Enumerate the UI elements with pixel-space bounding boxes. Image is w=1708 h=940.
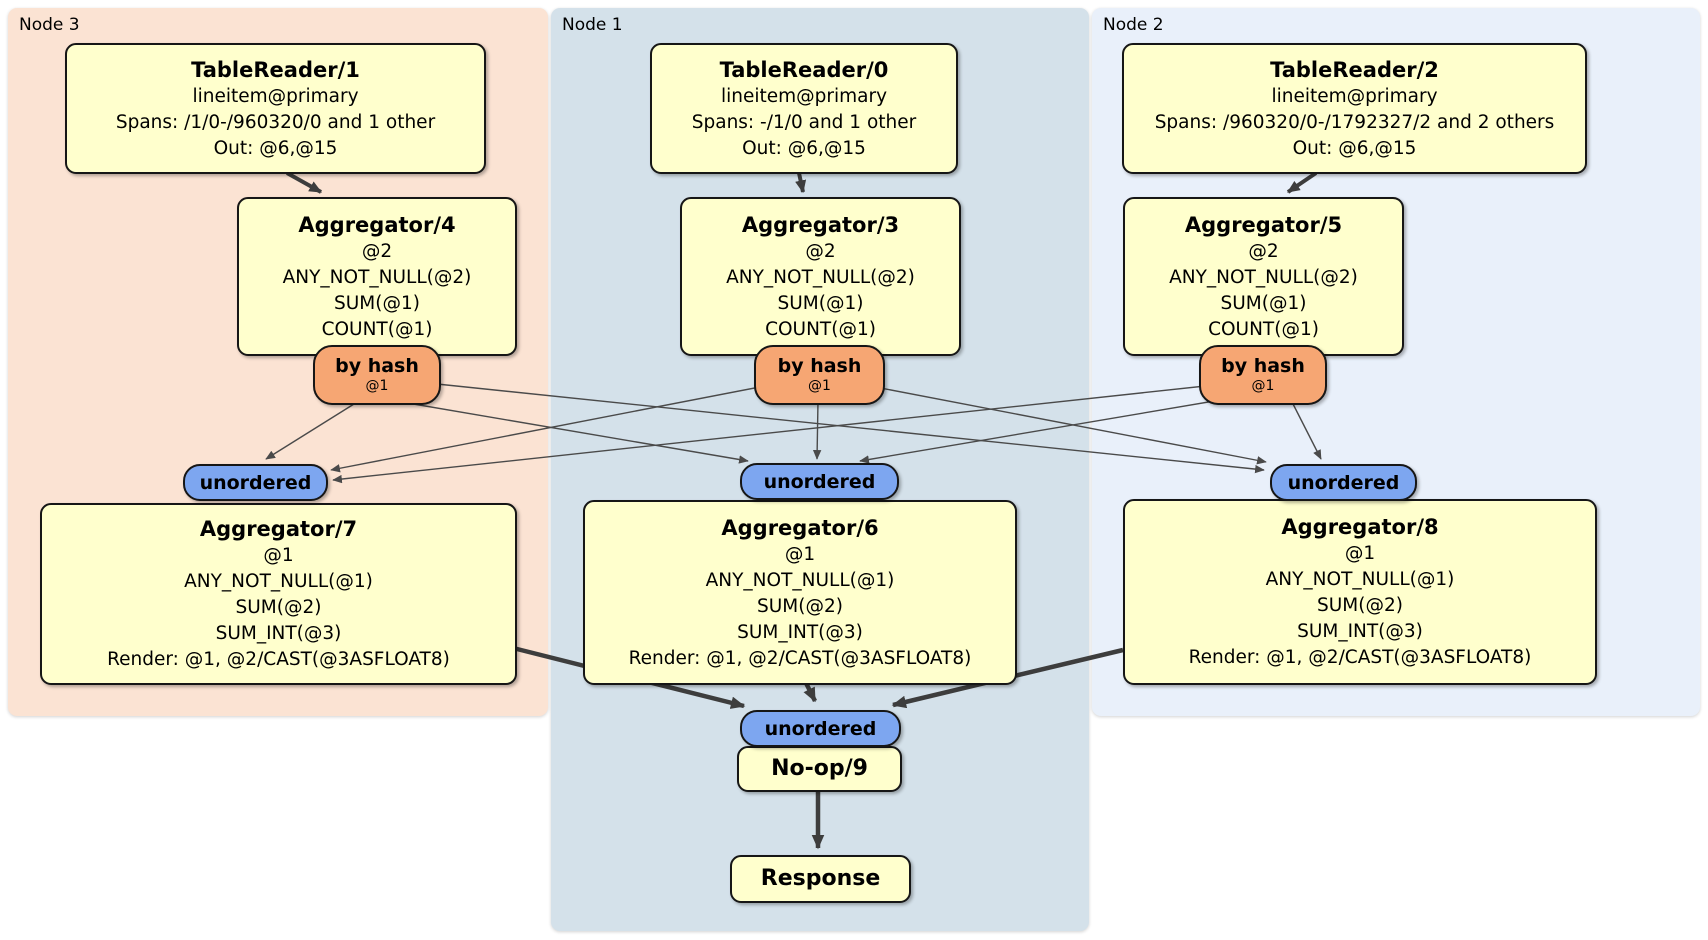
sync-label: unordered [1287, 471, 1400, 494]
node-line: Spans: /1/0-/960320/0 and 1 other [115, 111, 436, 133]
sync-unordered-final: unordered [740, 710, 901, 747]
router-detail: @1 [1251, 378, 1275, 394]
node-line: SUM_INT(@3) [215, 623, 342, 644]
node-line: Out: @6,@15 [742, 137, 866, 159]
sync-unordered-right: unordered [1270, 464, 1417, 501]
node-line: Spans: /960320/0-/1792327/2 and 2 others [1154, 111, 1555, 133]
router-label: by hash [335, 355, 419, 377]
node-line: @2 [1248, 240, 1279, 262]
node-line: SUM_INT(@3) [737, 621, 863, 643]
node-title: TableReader/0 [719, 57, 889, 82]
node-line: SUM(@2) [757, 595, 843, 617]
group-node1-label: Node 1 [562, 15, 623, 35]
router-by-hash-center: by hash @1 [754, 345, 885, 405]
node-line: SUM(@1) [1220, 292, 1307, 314]
node-line: Out: @6,@15 [213, 137, 338, 159]
node-title: Aggregator/6 [721, 515, 879, 540]
node-line: @1 [263, 545, 294, 566]
node-line: ANY_NOT_NULL(@1) [1265, 569, 1455, 590]
node-title: Aggregator/4 [298, 212, 456, 237]
node-title: No-op/9 [771, 756, 868, 781]
node-response: Response [730, 855, 911, 903]
node-line: ANY_NOT_NULL(@2) [1169, 266, 1358, 288]
node-line: @1 [1344, 543, 1376, 564]
node-line: Out: @6,@15 [1292, 137, 1417, 159]
node-line: ANY_NOT_NULL(@1) [184, 571, 373, 592]
node-tablereader-1: TableReader/1 lineitem@primary Spans: /1… [65, 43, 486, 174]
router-label: by hash [1221, 355, 1305, 377]
node-tablereader-2: TableReader/2 lineitem@primary Spans: /9… [1122, 43, 1587, 174]
sync-unordered-center: unordered [740, 463, 899, 500]
group-node2-label: Node 2 [1103, 15, 1164, 35]
node-aggregator-7: Aggregator/7 @1 ANY_NOT_NULL(@1) SUM(@2)… [40, 503, 517, 685]
router-detail: @1 [365, 378, 389, 394]
node-aggregator-8: Aggregator/8 @1 ANY_NOT_NULL(@1) SUM(@2)… [1123, 499, 1597, 685]
node-title: Aggregator/8 [1281, 515, 1439, 539]
node-line: @1 [784, 543, 816, 565]
node-line: @2 [805, 240, 836, 262]
node-title: Aggregator/7 [199, 517, 358, 541]
node-line: COUNT(@1) [1208, 318, 1319, 340]
node-line: Render: @1, @2/CAST(@3ASFLOAT8) [628, 647, 972, 669]
node-line: SUM(@2) [235, 597, 322, 618]
node-line: ANY_NOT_NULL(@2) [282, 266, 472, 288]
node-line: Render: @1, @2/CAST(@3ASFLOAT8) [1188, 647, 1532, 668]
router-by-hash-right: by hash @1 [1199, 345, 1327, 405]
node-line: SUM(@1) [777, 292, 864, 314]
node-title: TableReader/2 [1270, 57, 1439, 82]
router-detail: @1 [808, 378, 831, 394]
node-title: Response [760, 866, 881, 891]
group-node3-label: Node 3 [19, 15, 80, 35]
node-line: SUM(@2) [1317, 595, 1403, 616]
node-aggregator-3: Aggregator/3 @2 ANY_NOT_NULL(@2) SUM(@1)… [680, 197, 961, 356]
node-line: Spans: -/1/0 and 1 other [691, 111, 917, 133]
node-tablereader-0: TableReader/0 lineitem@primary Spans: -/… [650, 43, 958, 174]
node-aggregator-5: Aggregator/5 @2 ANY_NOT_NULL(@2) SUM(@1)… [1123, 197, 1404, 356]
node-line: lineitem@primary [720, 85, 888, 107]
sync-label: unordered [199, 471, 312, 494]
sync-label: unordered [764, 717, 877, 740]
node-line: @2 [361, 240, 393, 262]
node-line: lineitem@primary [192, 85, 359, 107]
node-noop-9: No-op/9 [737, 746, 902, 792]
node-aggregator-6: Aggregator/6 @1 ANY_NOT_NULL(@1) SUM(@2)… [583, 500, 1017, 685]
sync-label: unordered [763, 470, 876, 493]
node-line: lineitem@primary [1271, 85, 1438, 107]
node-aggregator-4: Aggregator/4 @2 ANY_NOT_NULL(@2) SUM(@1)… [237, 197, 517, 356]
node-line: ANY_NOT_NULL(@1) [705, 569, 895, 591]
node-line: ANY_NOT_NULL(@2) [726, 266, 915, 288]
node-title: Aggregator/3 [741, 212, 900, 237]
node-line: COUNT(@1) [321, 318, 433, 340]
node-line: SUM_INT(@3) [1297, 621, 1423, 642]
router-by-hash-left: by hash @1 [313, 345, 441, 405]
node-title: TableReader/1 [191, 57, 360, 82]
node-line: SUM(@1) [334, 292, 420, 314]
node-title: Aggregator/5 [1184, 212, 1343, 237]
router-label: by hash [777, 355, 862, 377]
sync-unordered-left: unordered [183, 464, 328, 501]
node-line: Render: @1, @2/CAST(@3ASFLOAT8) [107, 649, 450, 670]
node-line: COUNT(@1) [765, 318, 876, 340]
